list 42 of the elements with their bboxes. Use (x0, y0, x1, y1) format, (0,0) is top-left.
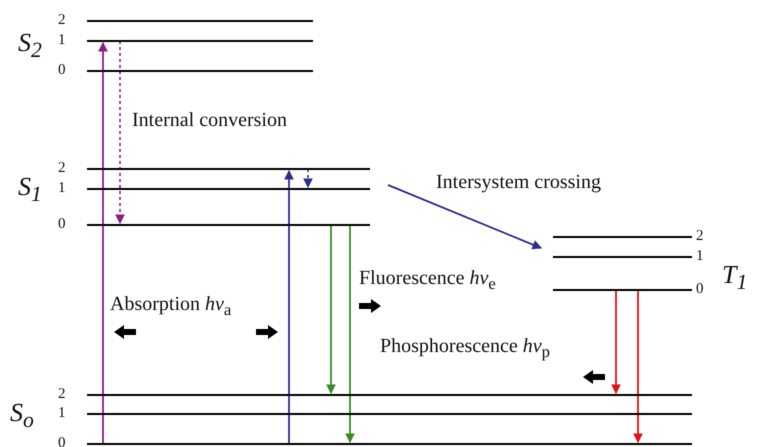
transition-arrow (612, 290, 620, 394)
energy-level-line (87, 394, 692, 396)
level-number: 0 (58, 62, 66, 78)
state-label: S$_{2}$ (18, 28, 42, 64)
level-number: 1 (58, 180, 66, 196)
process-label: Intersystem crossing (436, 170, 601, 194)
energy-level-line (87, 224, 370, 226)
energy-level-line (553, 289, 692, 291)
state-label: T$_{1}$ (722, 260, 748, 296)
transition-arrow (388, 184, 542, 250)
process-label: Phosphorescence hν$_{p}$ (380, 334, 550, 363)
process-label: Internal conversion (132, 108, 287, 132)
energy-level-line (553, 236, 692, 238)
level-number: 1 (58, 32, 66, 48)
state-label: S$_{1}$ (18, 172, 42, 208)
transition-arrow (634, 290, 642, 442)
state-label: S$_{o}$ (10, 398, 34, 434)
level-number: 2 (58, 160, 66, 176)
energy-level-line (87, 188, 370, 190)
process-label: Fluorescence hν$_{e}$ (359, 266, 496, 295)
transition-arrow (304, 169, 312, 188)
transition-arrow (346, 225, 354, 442)
level-number: 0 (58, 216, 66, 232)
level-number: 0 (58, 435, 66, 447)
level-number: 1 (696, 248, 704, 264)
level-number: 2 (58, 12, 66, 28)
energy-level-line (87, 443, 692, 445)
level-number: 1 (58, 405, 66, 421)
energy-level-line (87, 20, 313, 22)
energy-level-line (553, 256, 692, 258)
energy-level-line (87, 70, 313, 72)
level-number: 0 (696, 281, 704, 297)
level-number: 2 (58, 386, 66, 402)
transition-arrow (98, 42, 108, 444)
transition-arrow (116, 41, 124, 224)
transition-arrow (284, 170, 294, 444)
energy-level-line (87, 40, 313, 42)
level-number: 2 (696, 228, 704, 244)
energy-level-line (87, 413, 692, 415)
energy-level-line (87, 168, 370, 170)
process-label: Absorption hν$_{a}$ (110, 292, 232, 321)
transition-arrow (326, 225, 336, 394)
